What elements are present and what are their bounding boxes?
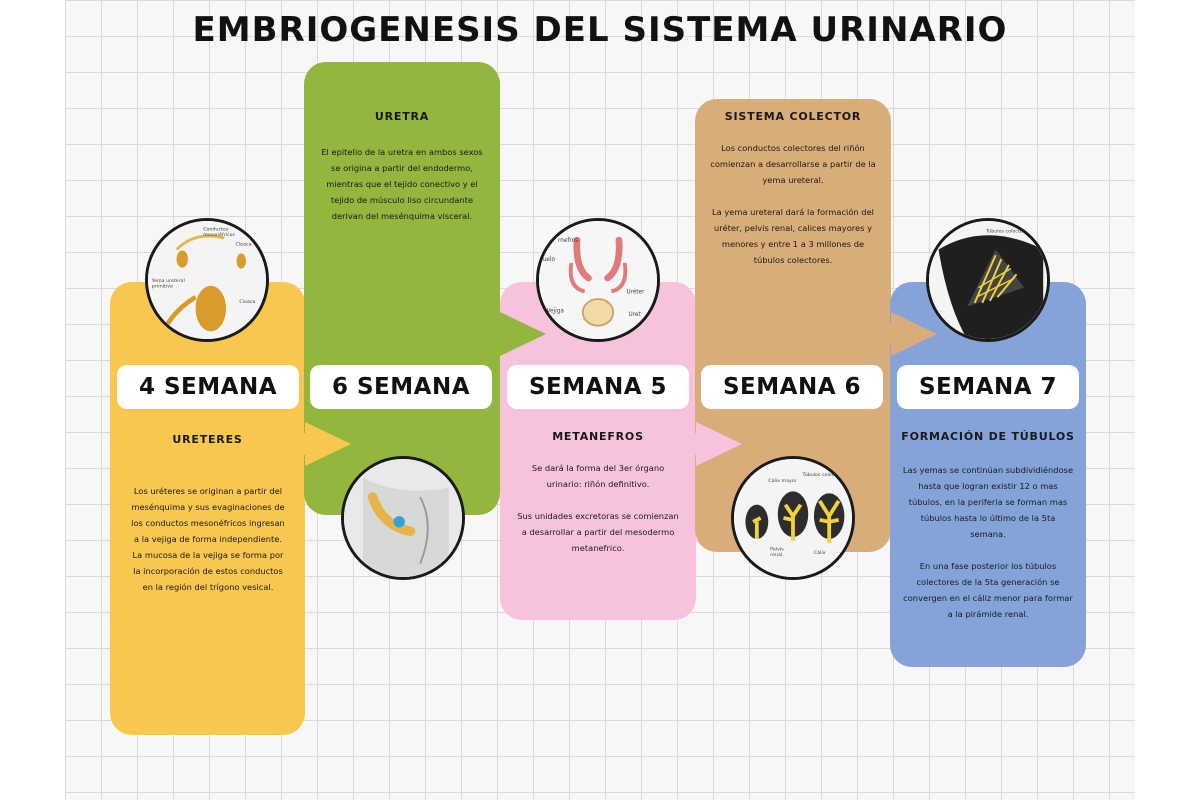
illustration-label: Vejiga xyxy=(547,308,564,314)
illustration-label: mesonéfricos xyxy=(203,231,235,238)
stage-heading: FORMACIÓN DE TÚBULOS xyxy=(901,430,1075,443)
illustration-label: Cloaca xyxy=(239,299,255,305)
arrow-right-icon xyxy=(500,312,546,356)
illustration-label: Uret xyxy=(628,312,641,318)
stage-description: Los uréteres se originan a partir del me… xyxy=(131,486,285,592)
page-title: EMBRIOGENESIS DEL SISTEMA URINARIO xyxy=(192,10,1008,50)
stage-heading: URETERES xyxy=(172,433,243,446)
arrow-right-icon xyxy=(891,312,937,356)
stage-heading: METANEFROS xyxy=(552,430,644,443)
stage-description: Se dará la forma del 3er órgano urinario… xyxy=(517,463,679,553)
week-label: SEMANA 6 xyxy=(701,365,883,409)
week-label: SEMANA 7 xyxy=(897,365,1079,409)
ureteric-bud-branching-illustration-icon: Cálix mayor Túbulos colectores Pelvis re… xyxy=(731,456,855,580)
kidney-development-illustration-icon: Conductos mesonéfricos Cloaca Yema urete… xyxy=(145,218,269,342)
illustration-label: Yema ureteral xyxy=(151,278,185,284)
week-label: SEMANA 5 xyxy=(507,365,689,409)
illustration-label: Cálix xyxy=(814,549,826,556)
illustration-label: Conductos xyxy=(203,227,229,233)
stage-heading: URETRA xyxy=(374,110,430,123)
illustration-label: Cloaca xyxy=(236,242,252,248)
stage-description: Las yemas se continúan subdividiéndose h… xyxy=(902,465,1074,619)
illustration-label: Uréter xyxy=(627,288,646,295)
urogenital-sinus-illustration-icon: rnefros uelo Uréter Vejiga Uret xyxy=(536,218,660,342)
arrow-right-icon xyxy=(305,422,351,466)
illustration-label: Túbulos colectores xyxy=(802,471,847,478)
illustration-label: Túbulos colectores xyxy=(985,227,1030,234)
stage-heading: SISTEMA COLECTOR xyxy=(724,110,862,123)
stage-description: El epitelio de la uretra en ambos sexos … xyxy=(321,147,483,221)
illustration-label: Pelvis xyxy=(770,546,784,552)
illustration-label: uelo xyxy=(543,257,556,263)
cloaca-section-illustration-icon xyxy=(341,456,465,580)
renal-pyramid-illustration-icon: Túbulos colectores xyxy=(926,218,1050,342)
illustration-label: rnefros xyxy=(558,238,578,244)
illustration-label: primitiva xyxy=(152,284,173,290)
stage-description: Los conductos colectores del riñón comie… xyxy=(710,143,876,265)
illustration-label: Cálix mayor xyxy=(768,477,796,484)
week-label: 4 SEMANA xyxy=(117,365,299,409)
stage-card-ureteres xyxy=(110,282,305,735)
week-label: 6 SEMANA xyxy=(310,365,492,409)
arrow-right-icon xyxy=(696,422,742,466)
illustration-label: renal xyxy=(770,552,782,558)
